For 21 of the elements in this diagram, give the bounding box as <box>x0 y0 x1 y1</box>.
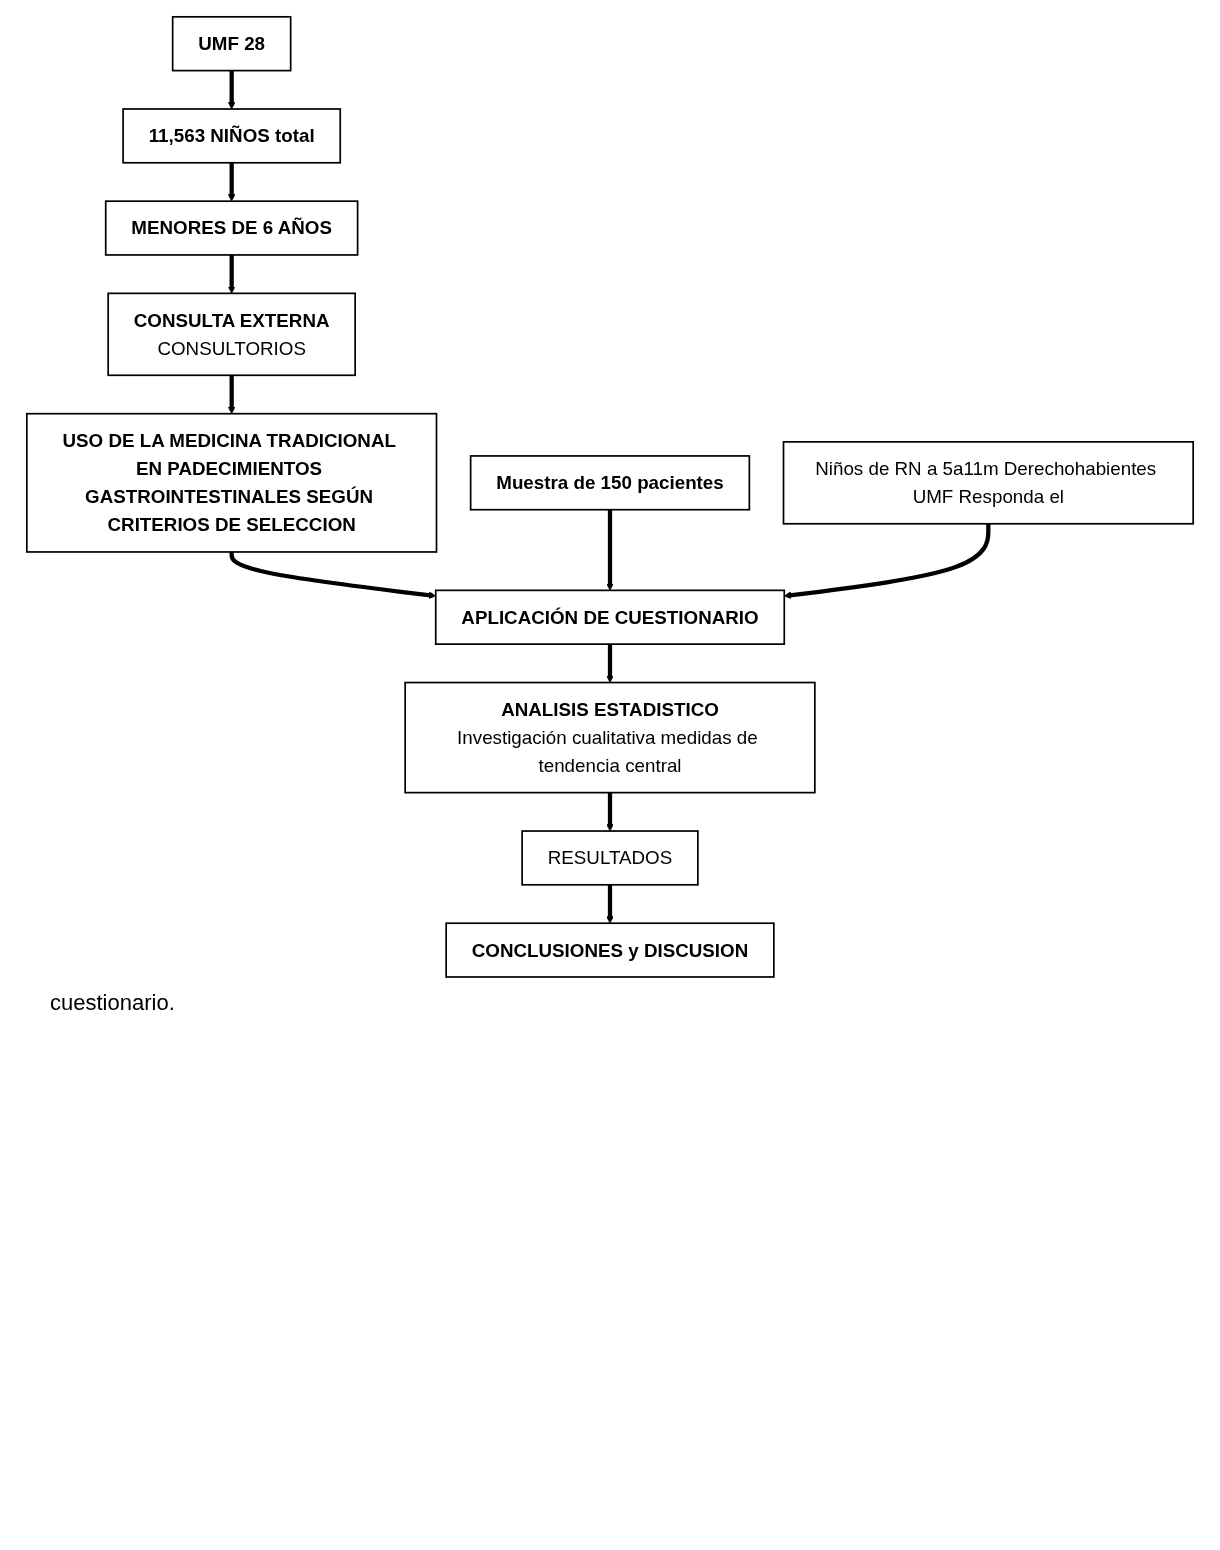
node-box: UMF 28 <box>171 15 292 72</box>
node-box: CONCLUSIONES y DISCUSION <box>445 922 775 978</box>
arrow <box>606 644 614 683</box>
arrow <box>227 254 236 294</box>
node-box: RESULTADOS <box>521 830 699 886</box>
node-box: USO DE LA MEDICINA TRADICIONAL EN PADECIMIENTOS GASTROINTESTINALES SEGÚN CRITERIOS DE SELECCION <box>25 412 438 553</box>
node-box: MENORES DE 6 AÑOS <box>104 200 359 256</box>
node-box: CONSULTA EXTERNA CONSULTORIOS <box>107 292 356 377</box>
arrow <box>227 375 236 415</box>
arrow <box>606 509 614 591</box>
arrow <box>783 523 991 599</box>
node-box: Niños de RN a 5a11m Derechohabientes UMF Responda el <box>782 441 1195 525</box>
node-box: ANALISIS ESTADISTICO Investigación cualitativa medidas de tendencia central <box>404 681 816 794</box>
arrow <box>606 792 614 832</box>
arrow <box>227 70 236 110</box>
note-text: cuestionario. <box>50 989 176 1016</box>
node-box: APLICACIÓN DE CUESTIONARIO <box>434 589 786 645</box>
arrow <box>227 162 236 202</box>
node-box: Muestra de 150 pacientes <box>469 455 751 511</box>
node-box: 11,563 NIÑOS total <box>122 108 342 164</box>
arrow <box>606 884 614 924</box>
